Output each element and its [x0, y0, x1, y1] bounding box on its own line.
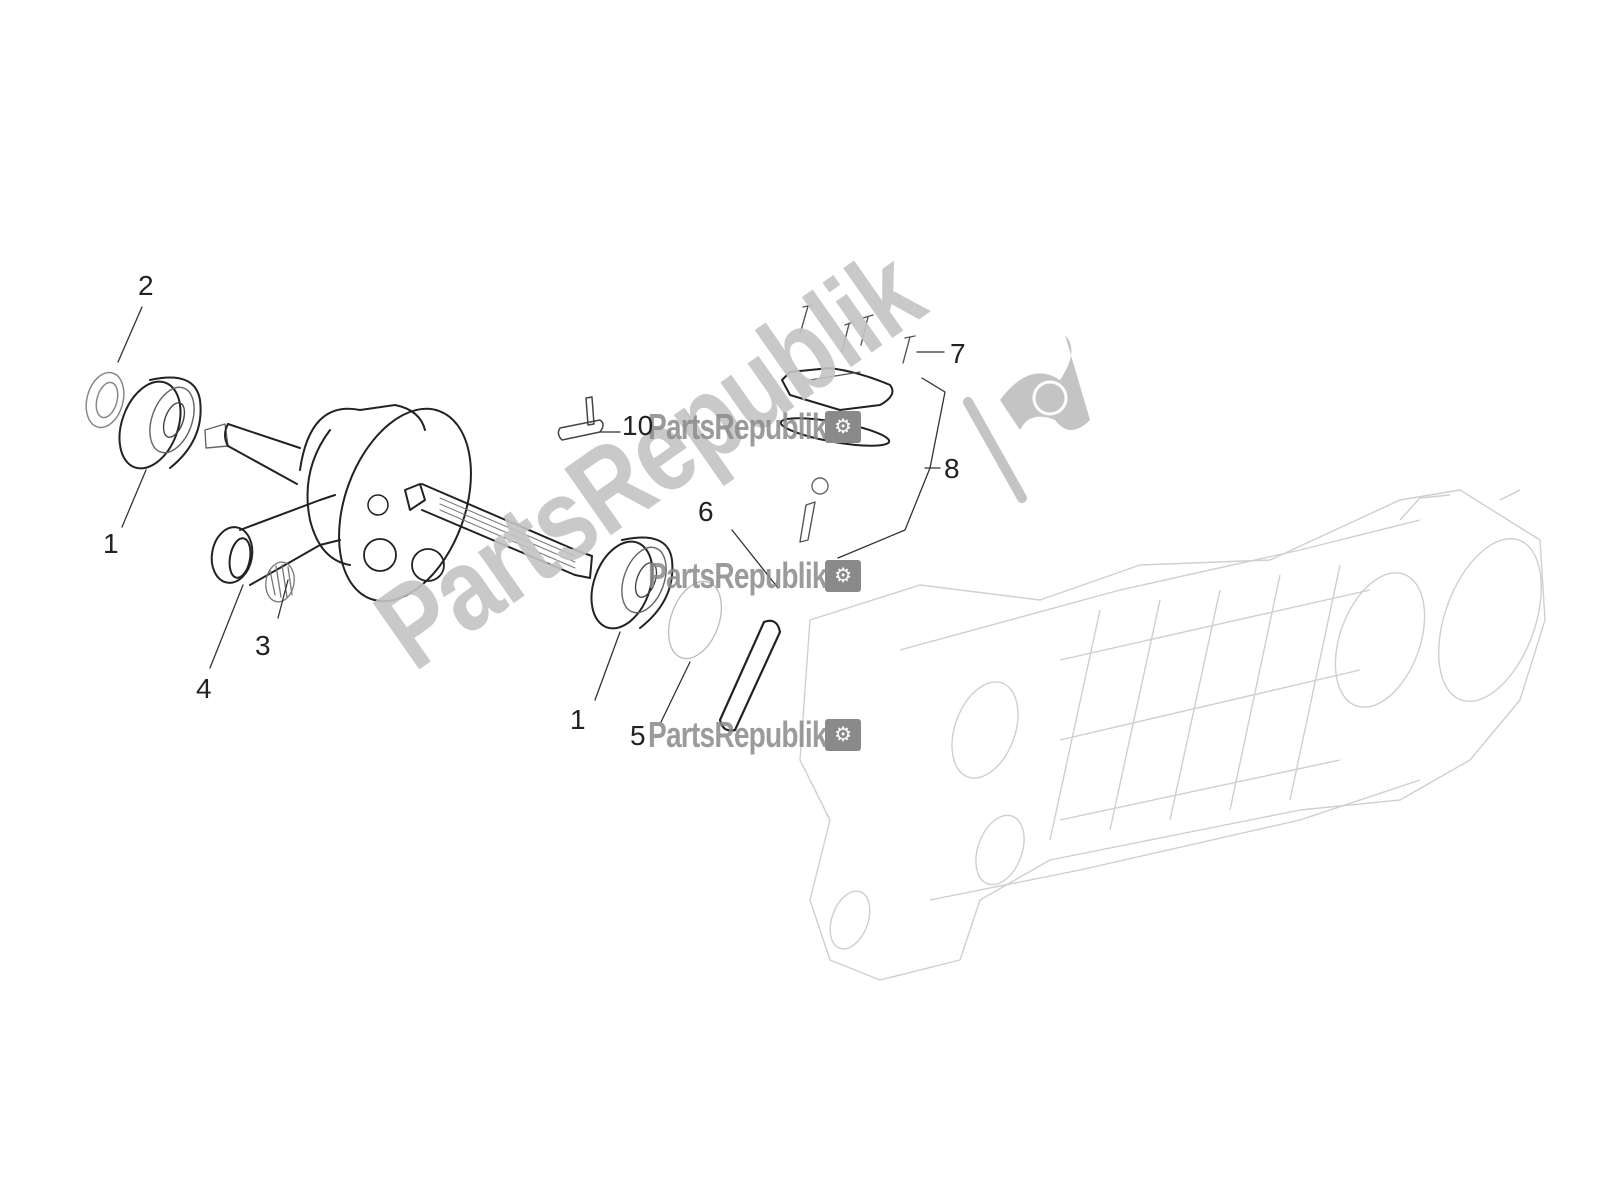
callout-7[interactable]: 7 [950, 338, 966, 369]
bearing-left-part-1 [118, 376, 202, 470]
small-watermark-1: PartsRepublik ⚙ [648, 404, 862, 450]
callout-1-left[interactable]: 1 [103, 528, 119, 559]
connecting-rod-part-4 [210, 494, 341, 586]
callout-1-right[interactable]: 1 [570, 704, 586, 735]
small-watermark-2: PartsRepublik ⚙ [648, 553, 862, 599]
crankcase-outline [799, 489, 1546, 981]
watermark-text: PartsRepublik [648, 406, 827, 447]
bearing-right-part-1 [590, 536, 674, 630]
small-watermark-3: PartsRepublik ⚙ [648, 712, 862, 758]
callout-4[interactable]: 4 [196, 673, 212, 704]
flag-logo-watermark [963, 335, 1090, 503]
screws-part-7 [799, 304, 916, 364]
crankshaft-right-journal [404, 483, 593, 579]
flag-gear-icon: ⚙ [825, 411, 862, 443]
oil-seal-part-2 [85, 371, 125, 429]
callout-3[interactable]: 3 [255, 630, 271, 661]
leader-lines [117, 306, 946, 723]
crankshaft-left-journal [204, 423, 301, 485]
tube-part-6 [718, 619, 782, 732]
needle-bearing-part-3 [265, 561, 295, 603]
callout-8[interactable]: 8 [944, 453, 960, 484]
oil-seal-part-5 [667, 580, 723, 660]
flag-gear-icon: ⚙ [825, 719, 862, 751]
watermark-text: PartsRepublik [648, 714, 827, 755]
flag-gear-icon: ⚙ [825, 560, 862, 592]
callout-10[interactable]: 10 [622, 410, 654, 441]
callout-5[interactable]: 5 [630, 720, 646, 751]
watermark-text: PartsRepublik [648, 555, 827, 596]
callout-2[interactable]: 2 [138, 270, 154, 301]
crankshaft-webs [299, 404, 472, 603]
callout-6[interactable]: 6 [698, 496, 714, 527]
